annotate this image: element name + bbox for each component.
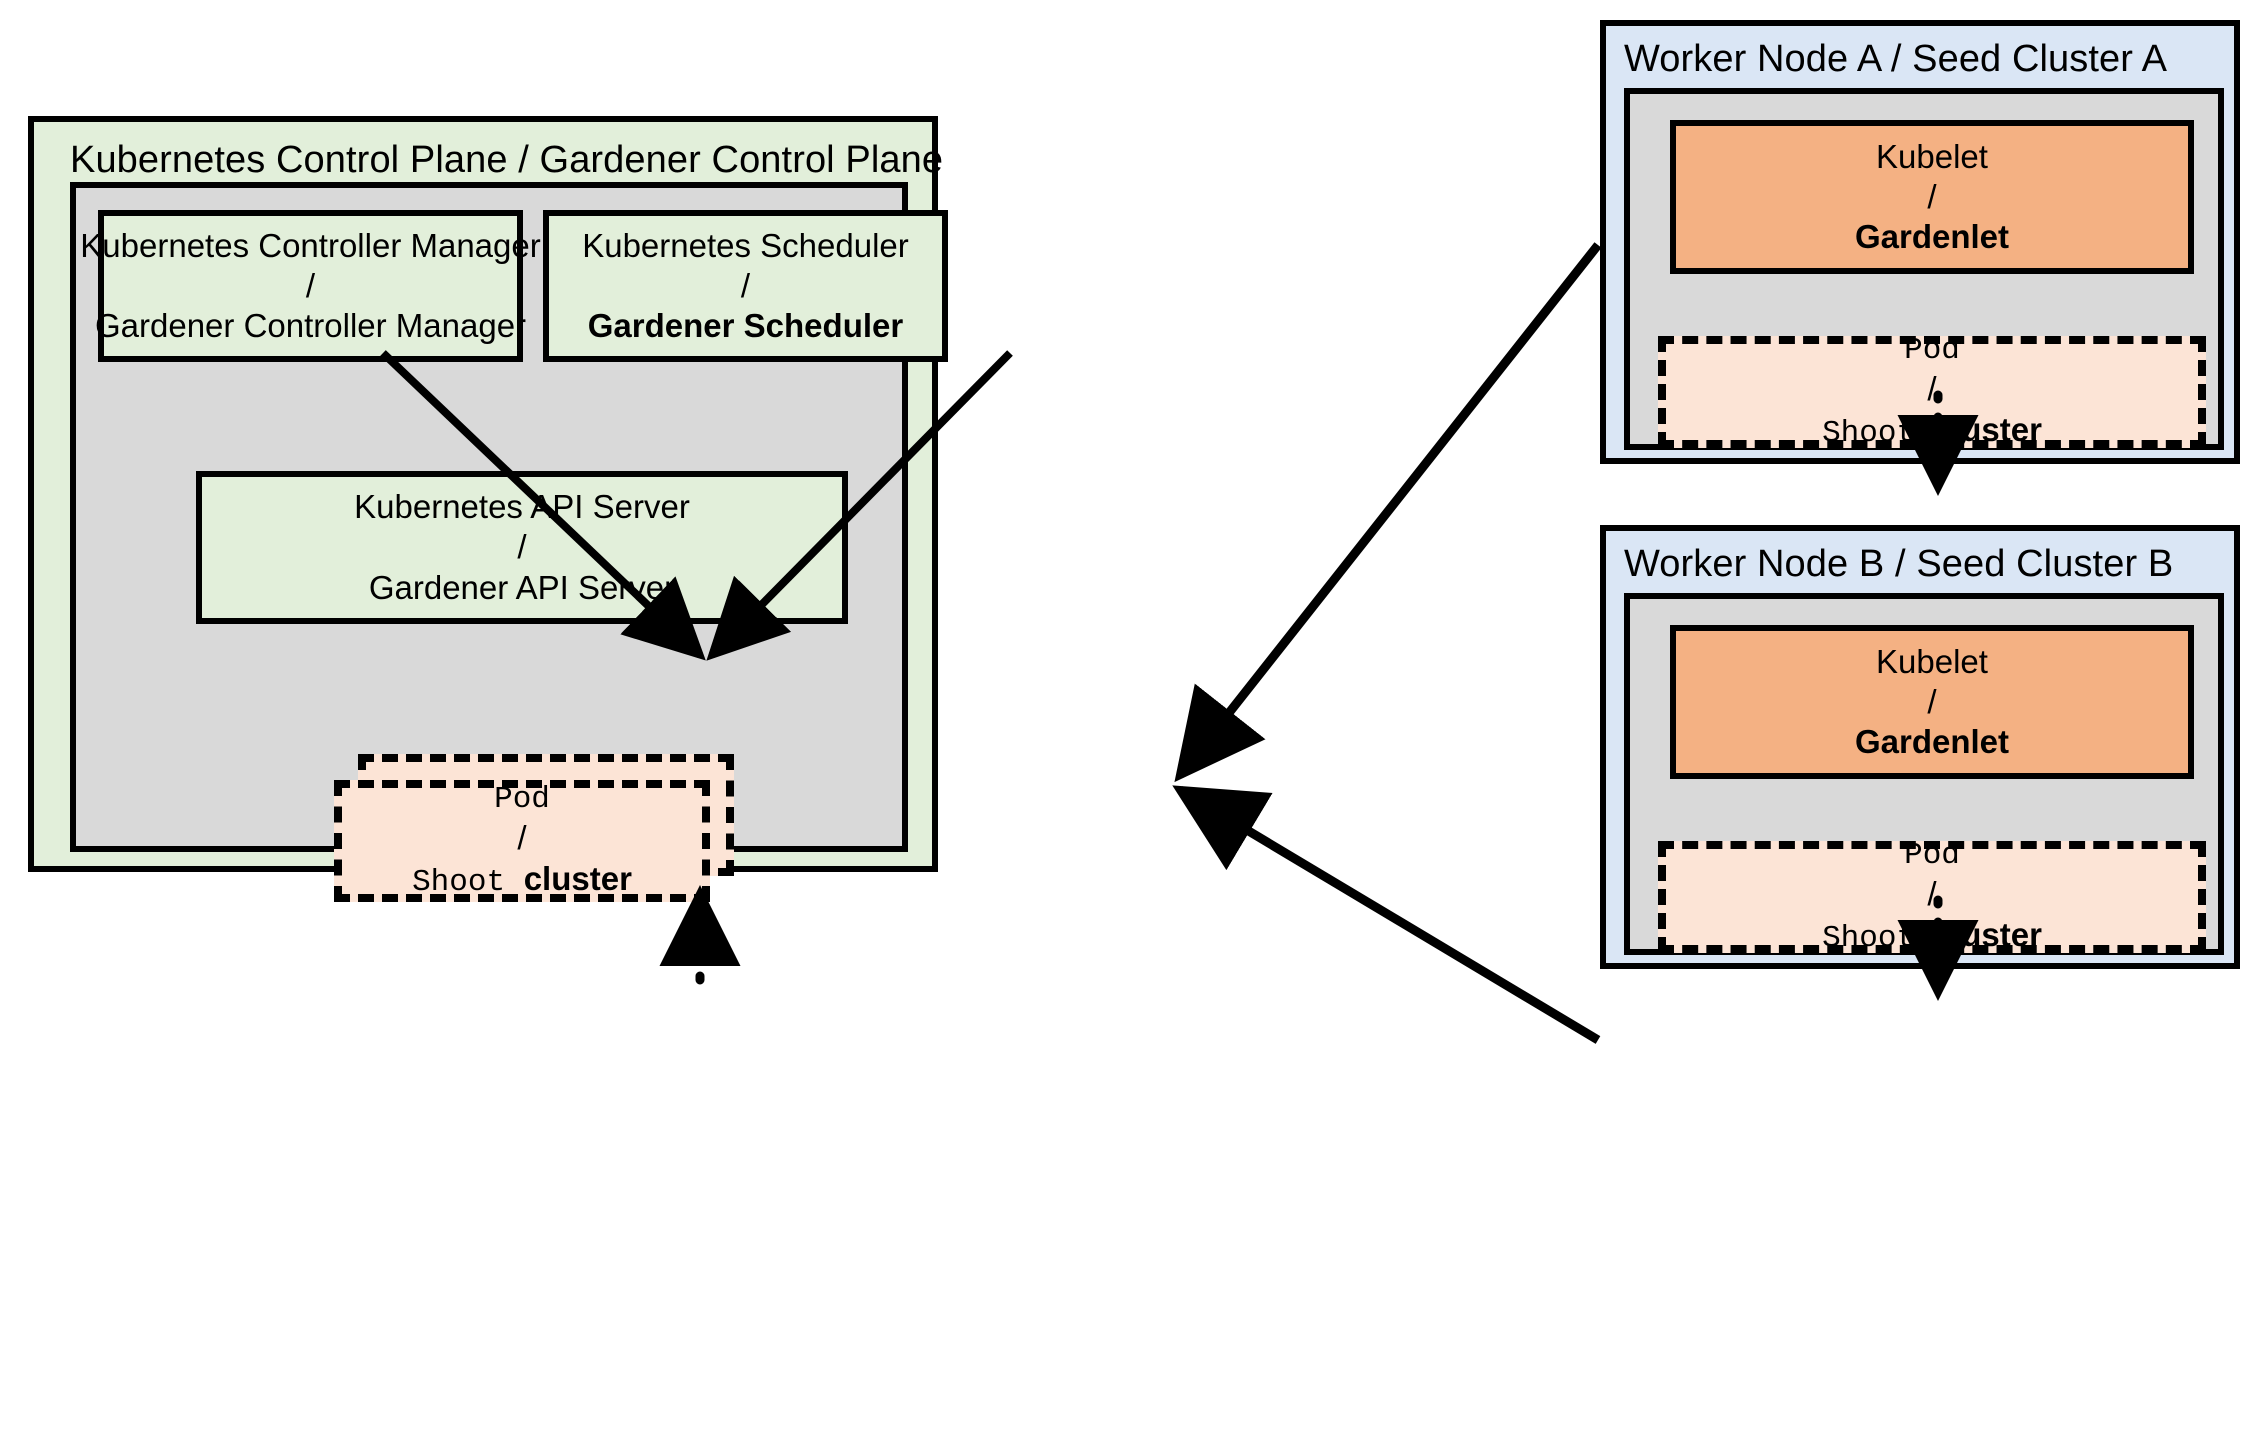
worker-node-a-pod-line2-mono: Shoot [1822,415,1934,451]
worker-node-b-panel: Worker Node B / Seed Cluster B Kubelet /… [1600,525,2240,969]
worker-node-b-pod-line1: Pod [1904,837,1960,873]
arrow-worker-node-b-to-api-server [1172,785,1601,1044]
control-plane-pod-line1: Pod [494,781,550,817]
control-plane-pod-line2-bold: cluster [523,859,632,897]
worker-node-a-title: Worker Node A / Seed Cluster A [1624,38,2168,80]
controller-manager-box: Kubernetes Controller Manager / Gardener… [80,210,541,362]
worker-node-b-agent-separator: / [1927,682,1937,720]
worker-node-b-title: Worker Node B / Seed Cluster B [1624,543,2174,585]
controller-manager-line2: Gardener Controller Manager [94,307,527,345]
worker-node-a-pod-line1: Pod [1904,332,1960,368]
scheduler-line2: Gardener Scheduler [587,307,904,345]
scheduler-separator: / [740,266,751,304]
worker-node-b-agent-box: Kubelet / Gardenlet [1670,625,2194,779]
control-plane-pod-line2: Shoot cluster [412,859,632,902]
control-plane-inner-panel: Kubernetes Controller Manager / Gardener… [70,182,948,902]
worker-node-a-agent-line1: Kubelet [1876,137,1988,175]
worker-node-b-pod-line2: Shoot cluster [1822,915,2042,958]
control-plane-pod-separator: / [517,819,527,857]
control-plane-panel: Kubernetes Control Plane / Gardener Cont… [28,116,948,902]
api-server-line1: Kubernetes API Server [354,488,690,526]
control-plane-pod-box: Pod / Shoot cluster [334,780,710,902]
worker-node-b-pod-line2-bold: cluster [1933,915,2042,953]
control-plane-pod-line2-mono: Shoot [412,864,524,900]
worker-node-b-inner-panel: Kubelet / Gardenlet Pod / Shoot cluster [1624,593,2224,956]
worker-node-b-pod-separator: / [1927,875,1937,913]
worker-node-a-agent-separator: / [1927,177,1937,215]
scheduler-line1: Kubernetes Scheduler [582,226,909,264]
api-server-box: Kubernetes API Server / Gardener API Ser… [196,471,848,624]
control-plane-title: Kubernetes Control Plane / Gardener Cont… [70,139,944,181]
worker-node-a-agent-box: Kubelet / Gardenlet [1670,120,2194,274]
worker-node-a-pod-line2-bold: cluster [1933,410,2042,448]
worker-node-b-agent-line2: Gardenlet [1854,723,2010,761]
scheduler-box: Kubernetes Scheduler / Gardener Schedule… [543,210,948,362]
worker-node-a-pod-line2: Shoot cluster [1822,410,2042,453]
controller-manager-line1: Kubernetes Controller Manager [80,226,541,264]
worker-node-a-panel: Worker Node A / Seed Cluster A Kubelet /… [1600,20,2240,464]
worker-node-b-pod-box: Pod / Shoot cluster [1658,838,2206,956]
api-server-line2: Gardener API Server [368,568,676,606]
worker-node-a-agent-line2: Gardenlet [1854,218,2010,256]
worker-node-b-agent-line1: Kubelet [1876,642,1988,680]
worker-node-a-inner-panel: Kubelet / Gardenlet Pod / Shoot cluster [1624,88,2224,451]
arrow-worker-node-a-to-api-server [1174,242,1602,783]
worker-node-b-pod-line2-mono: Shoot [1822,920,1934,956]
worker-node-a-pod-box: Pod / Shoot cluster [1658,333,2206,451]
api-server-separator: / [517,528,527,566]
worker-node-a-pod-separator: / [1927,370,1937,408]
controller-manager-separator: / [305,266,316,304]
